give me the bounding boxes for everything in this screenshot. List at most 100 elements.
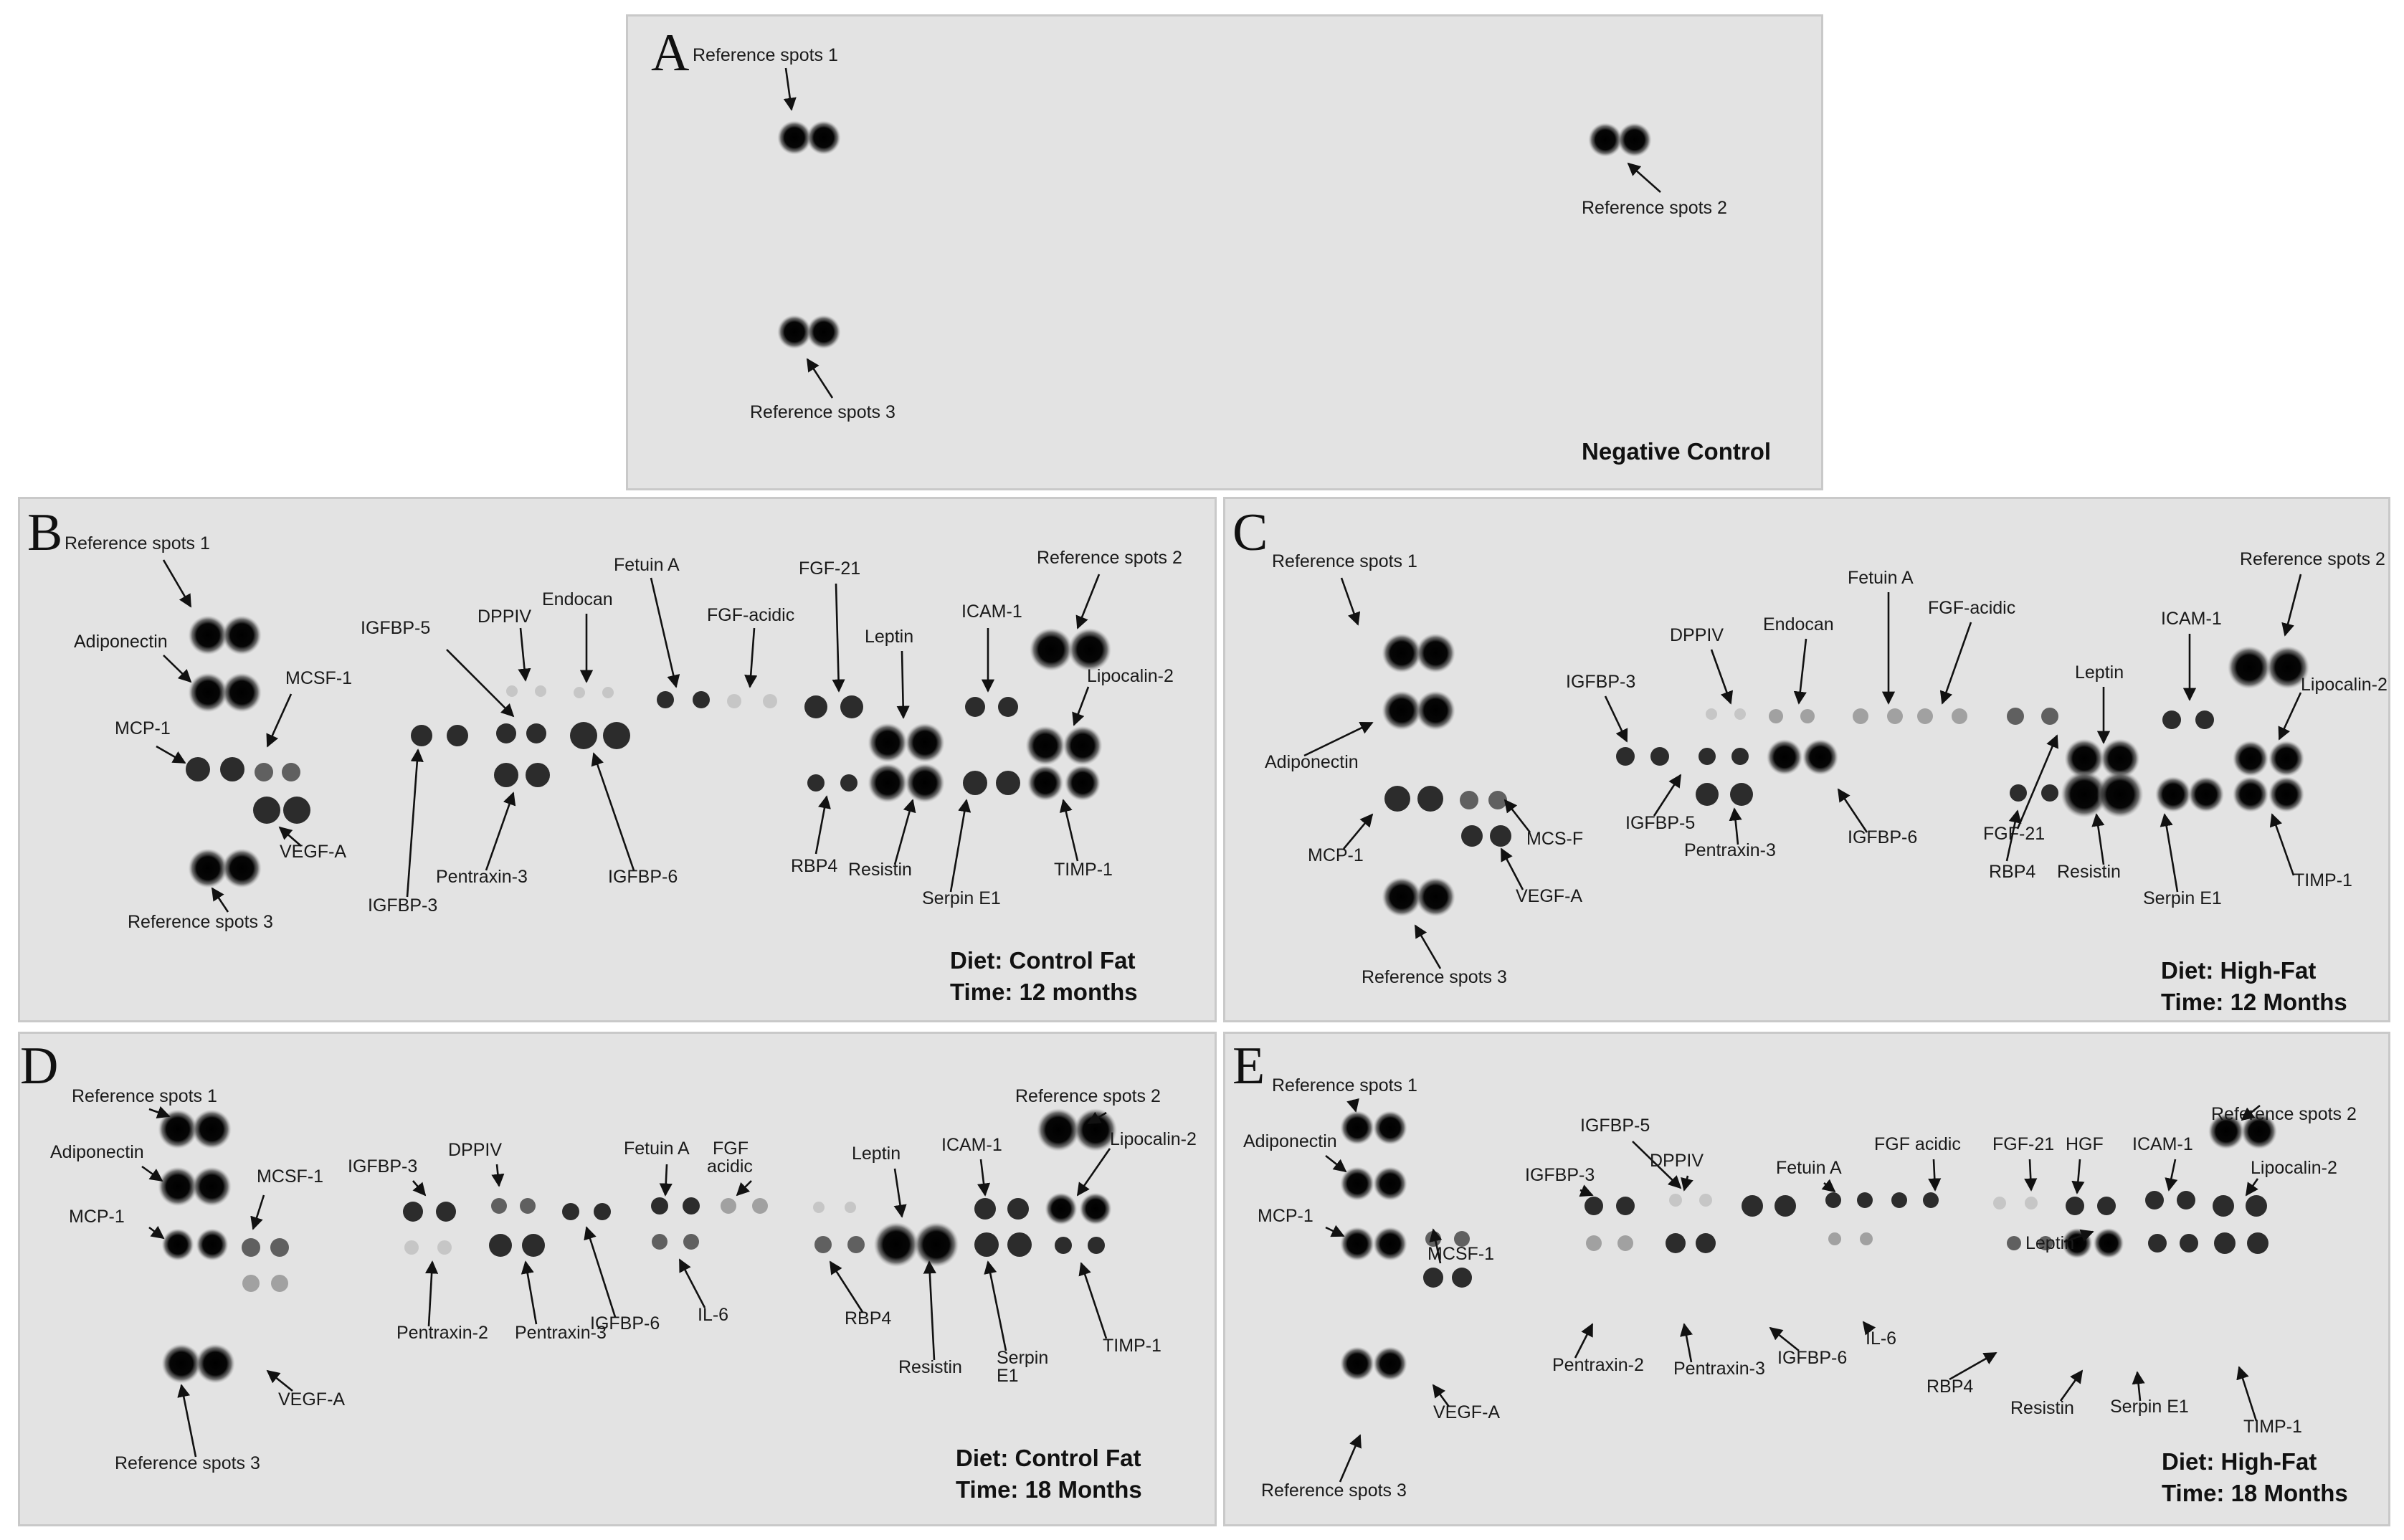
analyte-label: Reference spots 2 (1582, 198, 1727, 218)
analyte-label: Pentraxin-2 (1552, 1355, 1644, 1375)
panel-title-line: Time: 18 Months (956, 1475, 1142, 1503)
spot-pair (1382, 690, 1455, 731)
spot (807, 120, 841, 155)
spot (489, 1234, 512, 1257)
pointer-arrow (829, 1260, 864, 1313)
spot (2233, 776, 2268, 812)
spot (222, 672, 262, 713)
pointer-arrow (266, 693, 293, 748)
spot-pair (963, 771, 1020, 795)
panel-title-line: Diet: High-Fat (2161, 957, 2317, 984)
analyte-label: MCP-1 (1308, 845, 1364, 865)
pointer-arrow (2091, 813, 2105, 865)
spot (2038, 1236, 2053, 1250)
panel-title: Diet: Control Fat Time: 18 Months (956, 1442, 1142, 1505)
spot-pair (2228, 646, 2309, 689)
spot (1454, 1231, 1470, 1247)
spot (447, 725, 468, 746)
analyte-label: Resistin (898, 1357, 962, 1377)
spot (1699, 748, 1716, 765)
spot (727, 694, 741, 708)
spot (255, 763, 273, 781)
spot (1415, 690, 1455, 731)
analyte-label: Reference spots 2 (1037, 548, 1182, 568)
analyte-label: MCP-1 (115, 718, 171, 738)
spot (1802, 739, 1838, 775)
spot-pair (2066, 1197, 2116, 1215)
pointer-arrow (163, 655, 192, 683)
spot (873, 1222, 919, 1268)
spot-pair (2233, 776, 2304, 812)
spot-pair (186, 757, 244, 781)
analyte-label: Lipocalin-2 (2251, 1158, 2337, 1178)
pointer-arrow (650, 577, 680, 688)
spot (813, 1202, 825, 1213)
spot-pair (2162, 710, 2214, 729)
spot (2097, 1197, 2116, 1215)
spot (1857, 1192, 1873, 1208)
spot (1696, 783, 1719, 806)
analyte-label: IGFBP-3 (348, 1156, 417, 1177)
analyte-label: Reference spots 2 (1015, 1086, 1161, 1106)
spot (1373, 1166, 1407, 1201)
spot (1616, 747, 1635, 766)
spot (777, 120, 812, 155)
panel-letter: C (1232, 503, 1268, 562)
analyte-label: IGFBP-6 (608, 867, 678, 887)
spot (2061, 771, 2108, 818)
panel-title-line: Time: 18 Months (2162, 1479, 2348, 1506)
spot-pair (411, 725, 468, 746)
spot (905, 763, 945, 803)
pointer-arrow (923, 1260, 936, 1361)
spot (721, 1198, 736, 1214)
panel-title-line: Diet: High-Fat (2162, 1448, 2317, 1475)
spot-pair (1340, 1346, 1407, 1381)
spot (1068, 628, 1111, 671)
spot (1800, 709, 1815, 723)
spot (1382, 690, 1422, 731)
spot (158, 1109, 198, 1149)
pointer-arrow (266, 1369, 293, 1392)
analyte-label: MCS-F (1526, 829, 1583, 849)
spot-pair (804, 695, 863, 718)
spot (2096, 771, 2144, 818)
spot (683, 1234, 699, 1250)
spot-pair (188, 672, 262, 713)
analyte-label: ICAM-1 (961, 602, 1022, 622)
spot (186, 757, 210, 781)
spot (1650, 747, 1669, 766)
analyte-label: IGFBP-5 (361, 618, 430, 638)
spot (1617, 123, 1652, 157)
spot (1415, 877, 1455, 917)
analyte-label: IGFBP-3 (1566, 672, 1635, 692)
spot (270, 1238, 289, 1257)
spot (191, 1109, 232, 1149)
blot-c: Reference spots 1AdiponectinMCP-1MCS-FVE… (1265, 549, 2388, 987)
spot (974, 1198, 996, 1220)
spot-pair (1616, 747, 1669, 766)
spot (242, 1238, 260, 1257)
analyte-label: FGF-acidic (1928, 598, 2015, 618)
spot (2268, 776, 2304, 812)
spot (506, 685, 518, 697)
pointer-arrow (148, 1225, 165, 1240)
spot (1373, 1111, 1407, 1145)
pointer-arrow (250, 1194, 265, 1230)
spot-pair (813, 1202, 856, 1213)
spot-pair (807, 774, 857, 792)
spot-pair (2064, 738, 2140, 779)
pointer-arrow (783, 67, 797, 111)
pointer-arrow (1949, 1351, 1997, 1381)
spot-pair (562, 1203, 611, 1220)
spot (913, 1222, 959, 1268)
pointer-arrow (2016, 734, 2058, 830)
analyte-label: Reference spots 3 (1261, 1480, 1407, 1501)
analyte-label: Fetuin A (614, 555, 680, 575)
spot (657, 691, 674, 708)
spot-pair (2208, 1113, 2277, 1149)
spot (1588, 123, 1623, 157)
spot (1461, 825, 1483, 847)
spot (222, 615, 262, 655)
